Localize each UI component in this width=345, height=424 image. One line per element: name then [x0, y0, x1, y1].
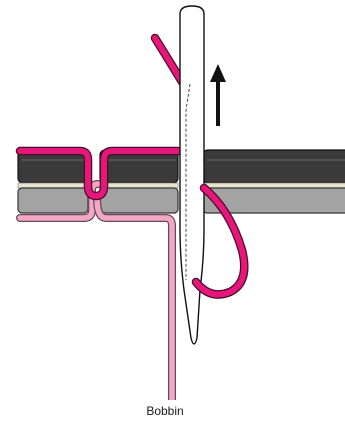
arrow-up-icon: [210, 64, 226, 126]
bobbin-label: Bobbin: [146, 404, 184, 418]
lower-fabric-layer: [17, 187, 345, 214]
upper-thread-loop: [191, 183, 249, 299]
lower-fabric-middle: [99, 187, 179, 214]
upper-fabric-layer: [17, 149, 345, 184]
upper-fabric-right: [202, 149, 345, 184]
bobbin-thread: [16, 180, 176, 400]
lower-fabric-left: [17, 187, 89, 214]
needle: [179, 5, 205, 345]
